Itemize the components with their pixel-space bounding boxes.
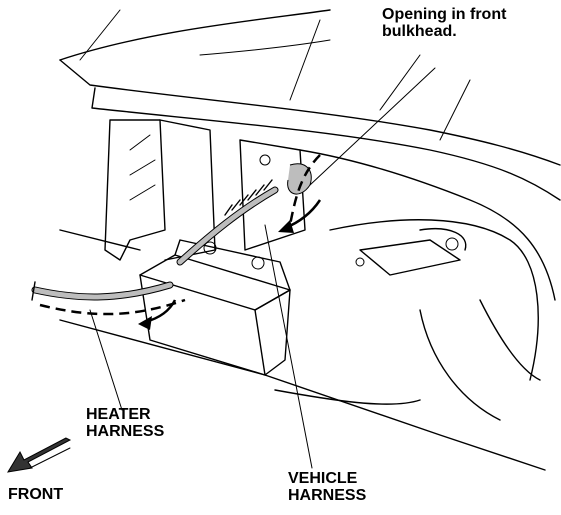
front-arrow-icon [7, 437, 72, 473]
routing-arrows [39, 154, 322, 330]
heater-harness [31, 281, 174, 301]
label-vehicle-line1: VEHICLE [288, 470, 358, 487]
floor-lines [59, 229, 546, 471]
label-heater-line1: HEATER [86, 406, 151, 423]
vehicle-harness [176, 163, 312, 266]
label-heater-harness: HEATER HARNESS [86, 406, 164, 440]
leader-lines [89, 67, 436, 469]
hood-panel [59, 9, 561, 201]
label-opening-line1: Opening in front [382, 6, 507, 23]
label-vehicle-harness: VEHICLE HARNESS [288, 470, 366, 504]
label-opening-line2: bulkhead. [382, 23, 457, 40]
label-heater-line2: HARNESS [86, 423, 165, 440]
label-front: FRONT [8, 486, 64, 503]
label-vehicle-line2: HARNESS [288, 487, 367, 504]
bulkhead-body [274, 149, 556, 421]
label-opening: Opening in front bulkhead. [382, 6, 506, 40]
heater-block [139, 239, 291, 376]
